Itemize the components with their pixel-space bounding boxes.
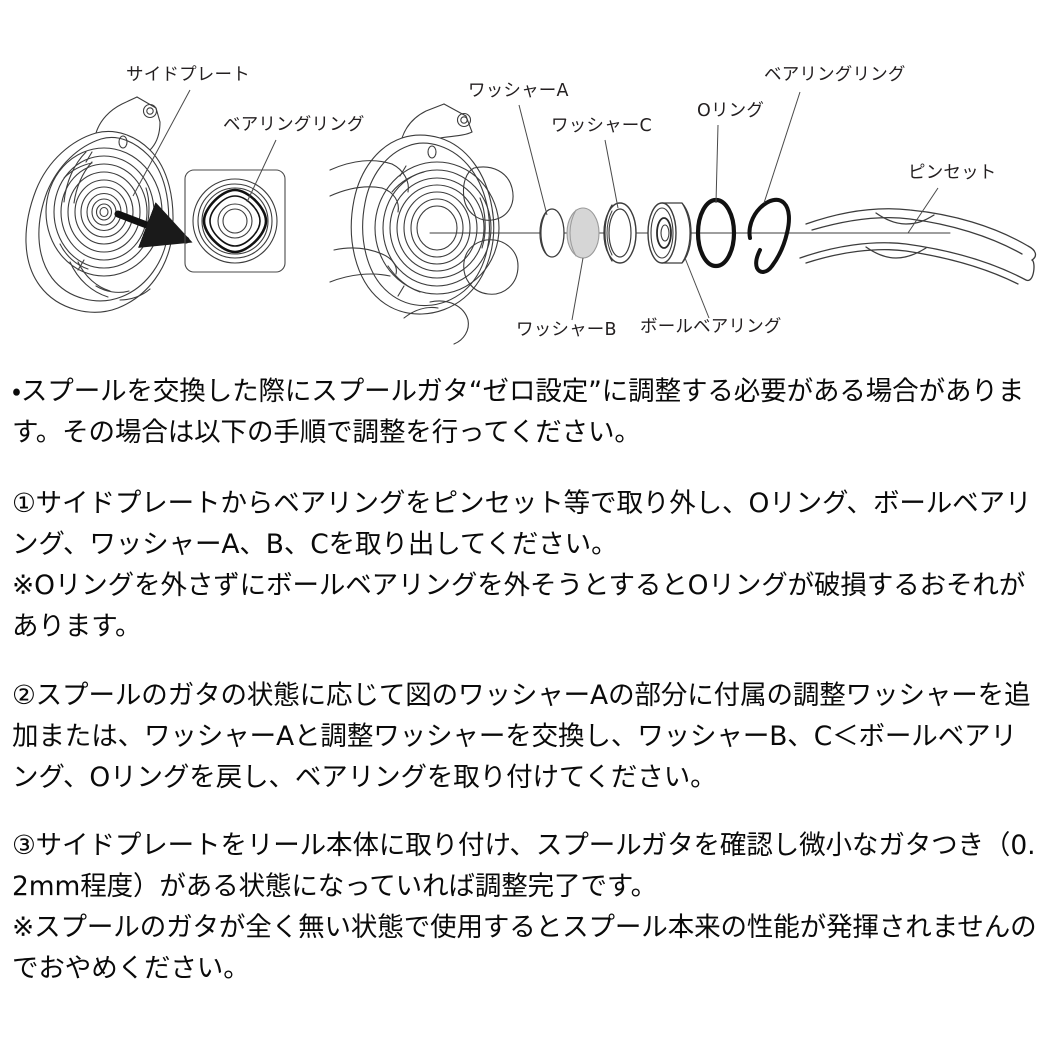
bearing-ring-detail-box	[184, 169, 286, 273]
label-bearing-ring-detail: ベアリングリング	[223, 115, 365, 135]
label-ball-bearing: ボールベアリング	[640, 317, 782, 337]
part-tweezers	[799, 208, 1037, 285]
side-plate-assembly	[25, 96, 174, 313]
step-3-paragraph: ③サイドプレートをリール本体に取り付け、スプールガタを確認し微小なガタつき（0.…	[12, 830, 1037, 985]
part-ball-bearing	[647, 202, 692, 264]
label-side-plate: サイドプレート	[126, 65, 250, 85]
part-washer-c	[603, 202, 637, 264]
label-tweezers: ピンセット	[908, 163, 997, 183]
intro-paragraph: ・スプールを交換した際にスプールガタ“ゼロ設定”に調整する必要がある場合がありま…	[12, 376, 1025, 448]
hand-holding-reel	[329, 103, 519, 345]
step-2-paragraph: ②スプールのガタの状態に応じて図のワッシャーAの部分に付属の調整ワッシャーを追加…	[12, 679, 1031, 793]
label-o-ring: Oリング	[697, 101, 764, 121]
callout-arrow	[114, 202, 193, 248]
part-washer-a	[539, 208, 565, 258]
label-washer-b: ワッシャーB	[516, 320, 617, 340]
part-bearing-ring	[747, 197, 791, 274]
paragraph-spacer	[0, 454, 1048, 484]
label-leader-lines	[132, 89, 939, 321]
label-washer-c: ワッシャーC	[551, 116, 652, 136]
label-bearing-ring: ベアリングリング	[764, 65, 906, 85]
paragraph-spacer	[0, 648, 1048, 676]
step-1-paragraph: ①サイドプレートからベアリングをピンセット等で取り外し、Oリング、ボールベアリン…	[12, 487, 1032, 642]
diagram-canvas: サイドプレート ベアリングリング ワッシャーA ワッシャーC Oリング ベアリン…	[25, 65, 1037, 345]
part-washer-b	[566, 207, 600, 259]
instructions-body: ・スプールを交換した際にスプールガタ“ゼロ設定”に調整する必要がある場合がありま…	[0, 372, 1048, 990]
label-washer-a: ワッシャーA	[468, 81, 569, 101]
paragraph-spacer	[0, 798, 1048, 826]
exploded-diagram: サイドプレート ベアリングリング ワッシャーA ワッシャーC Oリング ベアリン…	[0, 0, 1048, 370]
